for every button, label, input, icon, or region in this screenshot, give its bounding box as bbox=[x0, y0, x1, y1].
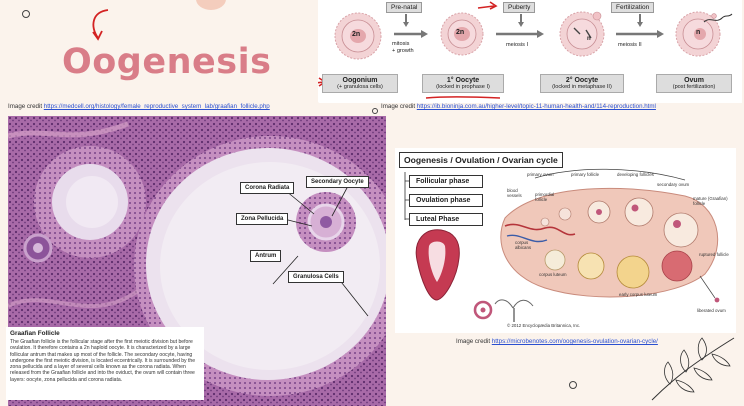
ploidy-label: 2n bbox=[352, 31, 361, 38]
label-secondary-oocyte: Secondary Oocyte bbox=[306, 176, 369, 188]
ploidy-label: n bbox=[587, 36, 591, 42]
credit-link[interactable]: https://microbenotes.com/oogenesis-ovula… bbox=[491, 338, 658, 345]
label-zona-pellucida: Zona Pellucida bbox=[236, 213, 289, 225]
stage-header-puberty: Puberty bbox=[503, 2, 536, 13]
stage-oogonium: Oogonium (+ granulosa cells) bbox=[322, 74, 398, 93]
credit-link[interactable]: https://medcell.org/histology/female_rep… bbox=[43, 103, 270, 110]
label-blood-vessels: blood vessels bbox=[507, 188, 522, 198]
phase-follicular: Follicular phase bbox=[409, 175, 483, 188]
label-secondary-ovum: secondary ovum bbox=[657, 182, 690, 187]
label-early-corpus-luteum: early corpus luteum bbox=[619, 292, 658, 297]
label-antrum: Antrum bbox=[250, 250, 282, 262]
decorative-circle bbox=[372, 108, 378, 114]
ovarian-cycle-title: Oogenesis / Ovulation / Ovarian cycle bbox=[399, 152, 563, 168]
credit-link[interactable]: https://ib.bioninja.com.au/higher-level/… bbox=[416, 103, 656, 110]
description-text: The Graafian follicle is the follicular … bbox=[10, 339, 196, 383]
stage-ovum: Ovum (post fertilization) bbox=[656, 74, 732, 93]
phase-ovulation: Ovulation phase bbox=[409, 194, 483, 207]
transition-mitosis: mitosis bbox=[392, 41, 410, 47]
image-credit-left: Image credit https://medcell.org/histolo… bbox=[8, 103, 270, 110]
decorative-circle bbox=[22, 10, 30, 18]
phase-luteal: Luteal Phase bbox=[409, 213, 483, 226]
stage-header-prenatal: Pre-natal bbox=[386, 2, 423, 13]
image-credit-right: Image credit https://ib.bioninja.com.au/… bbox=[381, 103, 656, 110]
label-corona-radiata: Corona Radiata bbox=[240, 182, 295, 194]
label-primordial-follicle: primordial follicle bbox=[535, 192, 555, 202]
oogenesis-stages-diagram: 2n 2n n n Pre-natal Puberty Fertilizatio… bbox=[318, 0, 742, 103]
decorative-blob bbox=[196, 0, 226, 10]
image-credit-bottom: Image credit https://microbenotes.com/oo… bbox=[456, 338, 658, 345]
label-developing-follicles: developing follicles bbox=[617, 172, 654, 177]
transition-growth: + growth bbox=[392, 48, 414, 54]
label-ruptured-follicle: ruptured follicle bbox=[699, 252, 729, 257]
stage-primary-oocyte: 1° Oocyte (locked in prophase I) bbox=[422, 74, 504, 93]
label-primary-follicle: primary follicle bbox=[571, 172, 600, 177]
ovary-illustration bbox=[404, 168, 720, 322]
ovarian-cycle-diagram: Oogenesis / Ovulation / Ovarian cycle Fo… bbox=[395, 148, 736, 333]
label-granulosa-cells: Granulosa Cells bbox=[288, 271, 344, 283]
ploidy-label: n bbox=[696, 29, 701, 36]
red-arrow-icon bbox=[92, 9, 109, 41]
decorative-leaf-icon bbox=[651, 337, 735, 401]
label-primary-ovum: primary ovum bbox=[527, 172, 554, 177]
copyright-text: © 2012 Encyclopædia Britannica, Inc. bbox=[507, 323, 581, 328]
label-mature-follicle: mature (Graafian) follicle bbox=[693, 196, 728, 206]
label-corpus-albicans: corpus albicans bbox=[515, 240, 532, 250]
graafian-follicle-description: Graafian Follicle The Graafian follicle … bbox=[6, 327, 204, 400]
transition-meiosis-2: meiosis II bbox=[618, 42, 642, 48]
stage-header-fertilization: Fertilization bbox=[611, 2, 655, 13]
page-title: Oogenesis bbox=[62, 42, 272, 82]
stages-illustration bbox=[318, 1, 733, 99]
ploidy-label: 2n bbox=[456, 29, 465, 36]
label-liberated-ovum: liberated ovum bbox=[697, 308, 726, 313]
decorative-circle bbox=[569, 381, 577, 389]
stage-secondary-oocyte: 2° Oocyte (locked in metaphase II) bbox=[540, 74, 624, 93]
transition-meiosis-1: meiosis I bbox=[506, 42, 529, 48]
description-title: Graafian Follicle bbox=[10, 330, 60, 337]
label-corpus-luteum: corpus luteum bbox=[539, 272, 567, 277]
